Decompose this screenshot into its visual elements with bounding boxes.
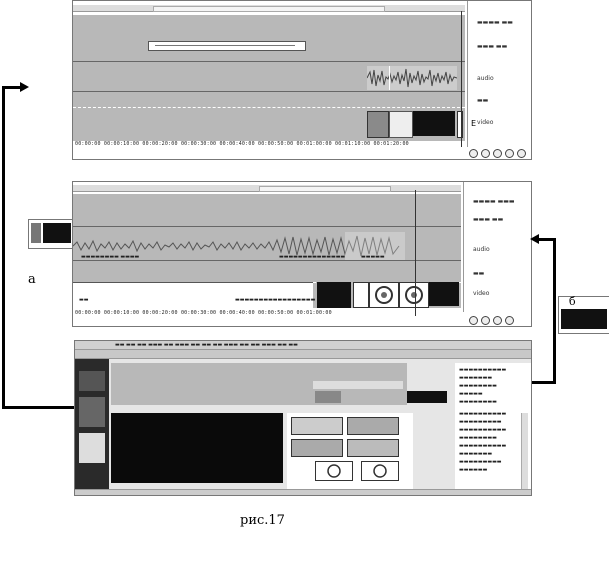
track-label: ▬▬ — [477, 97, 489, 104]
media-thumb[interactable] — [291, 439, 343, 457]
screenshot-full-editor: ▬▬ ▬▬ ▬▬ ▬▬▬ ▬▬ ▬▬▬ ▬▬ ▬▬ ▬▬ ▬▬▬ ▬▬ ▬▬ ▬… — [74, 340, 532, 496]
arrowhead-icon — [530, 234, 539, 244]
track-label-column — [463, 182, 531, 312]
playhead[interactable] — [461, 11, 462, 147]
track-label: ▬▬ — [473, 270, 485, 277]
video-thumb-wheel[interactable] — [399, 282, 429, 308]
figure-caption: рис.17 — [240, 513, 285, 528]
tool-button[interactable] — [493, 149, 502, 158]
timeline-panel-top: ▬▬▬▬ ▬▬ ▬▬▬ ▬▬ audio ▬▬ video E 00:00:00… — [72, 0, 532, 160]
status-bar — [75, 489, 531, 495]
title-clip[interactable] — [148, 41, 306, 51]
clip-label: ▬▬ — [79, 297, 89, 303]
track-label-video: video — [473, 290, 490, 297]
playhead[interactable] — [415, 190, 416, 316]
clip-label: ▬▬▬▬▬▬▬▬▬▬▬▬▬▬ — [279, 254, 346, 260]
scrollbar-thumb[interactable] — [153, 6, 385, 12]
timeline-panel-middle: ▬▬▬▬▬▬▬▬ ▬▬▬▬ ▬▬▬▬▬▬▬▬▬▬▬▬▬▬ ▬▬▬▬▬ ▬▬ ▬▬… — [72, 181, 532, 327]
wheel-icon — [375, 286, 393, 304]
video-clip-white[interactable] — [389, 111, 413, 138]
audio-waveform — [73, 235, 400, 257]
tool-button[interactable] — [505, 149, 514, 158]
wheel-icon — [373, 464, 387, 478]
track-label: ▬▬▬ ▬▬ — [477, 43, 508, 50]
bracket-left-bottom — [2, 406, 74, 409]
label-b: б — [569, 295, 576, 308]
menu-text: ▬▬ ▬▬ ▬▬ ▬▬▬ ▬▬ ▬▬▬ ▬▬ ▬▬ ▬▬ ▬▬▬ ▬▬ ▬▬ ▬… — [115, 342, 298, 348]
audio-waveform — [367, 68, 457, 88]
clip-label: ▬▬▬▬▬▬▬▬ ▬▬▬▬ — [81, 254, 140, 260]
bracket-right-vertical — [553, 238, 556, 384]
tool-button[interactable] — [505, 316, 514, 325]
tool-button[interactable] — [517, 149, 526, 158]
scrollbar-thumb[interactable] — [259, 186, 391, 192]
video-thumb-wheel[interactable] — [353, 282, 369, 308]
preview-monitor — [111, 413, 283, 483]
bracket-right-top — [538, 238, 556, 241]
track-label-video: video — [477, 119, 494, 126]
media-thumb[interactable] — [347, 439, 399, 457]
clip-label: ▬▬▬▬▬▬▬▬▬▬▬▬▬▬▬▬▬ — [235, 297, 316, 303]
track-label-audio: audio — [477, 75, 494, 82]
video-thumb-1[interactable] — [367, 111, 389, 138]
vertical-scrollbar[interactable] — [521, 413, 528, 491]
time-ruler: 00:00:00 00:00:10:00 00:00:20:00 00:00:3… — [75, 141, 409, 147]
bracket-right-bottom — [532, 381, 556, 384]
bracket-left-top — [2, 86, 22, 89]
inset-left — [28, 219, 74, 249]
time-ruler: 00:00:00 00:00:10:00 00:00:20:00 00:00:3… — [75, 310, 332, 316]
inset-right: б — [558, 295, 609, 334]
tool-button[interactable] — [481, 316, 490, 325]
zoom-button[interactable] — [469, 149, 478, 158]
video-clip-black[interactable] — [317, 282, 351, 308]
label-a: а — [28, 272, 36, 287]
media-thumb[interactable] — [347, 417, 399, 435]
media-thumb[interactable] — [315, 461, 353, 481]
video-clip-black[interactable] — [413, 111, 455, 136]
play-button[interactable] — [481, 149, 490, 158]
play-button[interactable] — [469, 316, 478, 325]
tool-button[interactable] — [493, 316, 502, 325]
properties-pane — [455, 363, 531, 495]
video-thumb-wheel[interactable] — [369, 282, 399, 308]
wheel-icon — [405, 286, 423, 304]
track-label-column — [467, 1, 531, 147]
track-label: ▬▬▬▬ ▬▬ — [477, 19, 513, 26]
video-clip-black[interactable] — [429, 282, 459, 306]
audio-clip[interactable] — [367, 66, 457, 90]
menu-bar[interactable] — [75, 341, 531, 350]
toolbar[interactable] — [75, 350, 531, 359]
track-label: ▬▬▬▬ ▬▬▬ — [473, 198, 515, 205]
bracket-left-vertical — [2, 87, 5, 409]
media-thumb[interactable] — [361, 461, 399, 481]
audio-clip[interactable] — [73, 232, 403, 260]
arrowhead-icon — [20, 82, 29, 92]
video-clip-white[interactable] — [73, 282, 313, 309]
track-label: ▬▬▬ ▬▬ — [473, 216, 504, 223]
clip-label: ▬▬▬▬▬ — [361, 254, 385, 260]
track-label-audio: audio — [473, 246, 490, 253]
wheel-icon — [327, 464, 341, 478]
media-thumb[interactable] — [291, 417, 343, 435]
